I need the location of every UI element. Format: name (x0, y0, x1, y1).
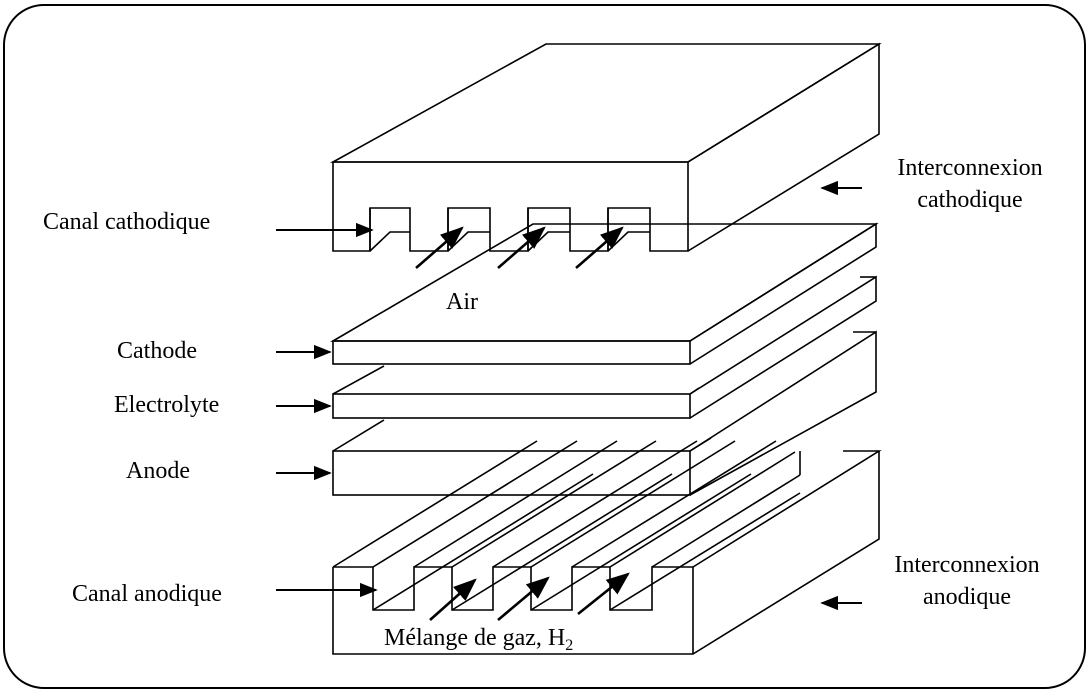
air-arrow-3 (575, 226, 624, 269)
label-interconnexion-anodique-line1: Interconnexion (894, 552, 1040, 578)
cathode-plate (330, 222, 879, 365)
gas-arrow-3 (577, 572, 630, 616)
label-gas-mixture: Mélange de gaz, H2 (384, 624, 574, 654)
gas-arrow-2 (497, 576, 550, 621)
gas-arrow-1 (429, 578, 477, 621)
air-flow-arrows (415, 226, 624, 269)
label-electrolyte: Electrolyte (114, 392, 220, 418)
anodic-interconnect (332, 440, 882, 655)
label-gas-mixture-subscript: 2 (565, 637, 574, 654)
electrolyte-plate (332, 275, 877, 419)
label-interconnexion-cathodique-line2: cathodique (917, 187, 1023, 213)
label-gas-mixture-text: Mélange de gaz, H (384, 625, 566, 651)
label-interconnexion-cathodique-line1: Interconnexion (897, 155, 1043, 181)
label-interconnexion-anodique: Interconnexion anodique (872, 551, 1062, 611)
air-arrow-2 (497, 226, 546, 269)
cathodic-interconnect (329, 42, 882, 252)
label-canal-anodique: Canal anodique (72, 581, 222, 607)
gas-flow-arrows (429, 572, 630, 621)
label-anode: Anode (126, 458, 190, 484)
anode-plate (332, 330, 877, 496)
label-interconnexion-anodique-line2: anodique (923, 584, 1011, 610)
label-air: Air (446, 289, 478, 315)
label-interconnexion-cathodique: Interconnexion cathodique (870, 154, 1070, 214)
air-arrow-1 (415, 226, 464, 269)
label-canal-cathodique: Canal cathodique (43, 209, 211, 235)
label-cathode: Cathode (117, 338, 197, 364)
outer-frame (3, 4, 1086, 689)
